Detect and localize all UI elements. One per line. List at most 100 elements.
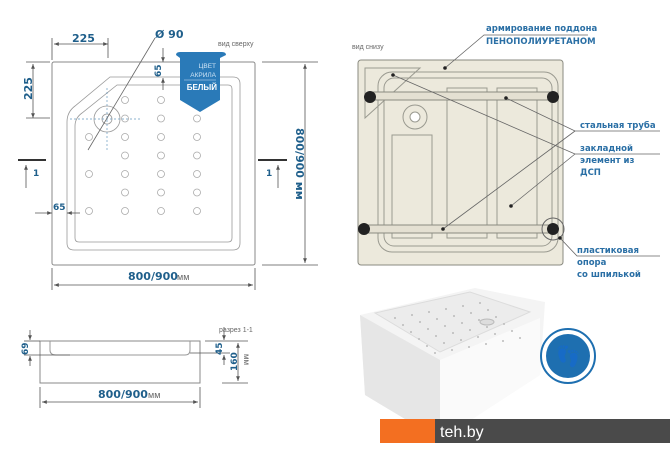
anti-slip-dot bbox=[121, 188, 129, 197]
product-render bbox=[360, 288, 545, 440]
anti-slip-dot bbox=[453, 315, 455, 317]
anti-slip-dot bbox=[494, 333, 496, 335]
label-reinforcement: армирование поддона bbox=[486, 24, 597, 34]
anti-slip-dot bbox=[477, 336, 479, 338]
anti-slip-dot bbox=[85, 207, 93, 215]
anti-slip-dot bbox=[435, 335, 437, 337]
anti-slip-dot bbox=[460, 339, 462, 341]
acrylic-color-badge: ЦВЕТ АКРИЛА БЕЛЫЙ bbox=[176, 52, 226, 112]
anti-slip-dot bbox=[519, 337, 521, 339]
anti-slip-dot bbox=[193, 133, 201, 141]
top-view-caption: вид сверху bbox=[218, 41, 254, 48]
anti-slip-dot bbox=[121, 114, 129, 123]
anti-slip-dot bbox=[410, 331, 412, 333]
anti-slip-dot bbox=[85, 133, 93, 141]
anti-slip-dot bbox=[445, 308, 447, 310]
anti-slip-dot bbox=[157, 133, 165, 141]
anti-slip-dot bbox=[193, 207, 201, 215]
teh-by-logo: teh.by bbox=[380, 419, 670, 443]
leader-lines bbox=[392, 34, 660, 257]
anti-slip-dot bbox=[426, 345, 428, 347]
section-outline bbox=[39, 340, 201, 384]
support-foot bbox=[547, 91, 559, 103]
anti-slip-dot bbox=[193, 170, 201, 178]
label-steel-pipe: стальная труба bbox=[580, 120, 656, 131]
anti-slip-dot bbox=[157, 170, 165, 178]
dim-height: 800/900 мм bbox=[293, 128, 306, 200]
anti-slip-dot bbox=[468, 346, 470, 348]
anti-slip-dot bbox=[193, 188, 201, 197]
anti-slip-dot bbox=[121, 207, 129, 215]
dim-depth: 69 bbox=[21, 342, 31, 355]
svg-text:1: 1 bbox=[33, 169, 39, 179]
anti-slip-dot bbox=[394, 317, 396, 319]
support-foot bbox=[547, 223, 559, 235]
section-dim-width: 800/900 bbox=[98, 388, 148, 401]
anti-slip-dot bbox=[452, 332, 454, 334]
dim-corner-height: 225 bbox=[22, 77, 35, 100]
tray-outline bbox=[51, 61, 256, 266]
svg-text:со шпилькой: со шпилькой bbox=[577, 270, 641, 280]
anti-slip-dot bbox=[486, 326, 488, 328]
anti-slip-dot bbox=[478, 319, 480, 321]
anti-slip-dot bbox=[495, 316, 497, 318]
anti-slip-dot bbox=[193, 114, 201, 123]
anti-slip-dot bbox=[443, 342, 445, 344]
anti-slip-dot bbox=[121, 96, 129, 104]
dim-section-height: 160 bbox=[230, 352, 240, 371]
anti-slip-dot bbox=[469, 329, 471, 331]
section-caption: разрез 1-1 bbox=[219, 327, 253, 334]
dim-rim-side: 65 bbox=[53, 203, 66, 213]
anti-slip-dot bbox=[193, 151, 201, 160]
anti-slip-dot bbox=[121, 151, 129, 160]
svg-text:АКРИЛА: АКРИЛА bbox=[190, 72, 216, 79]
anti-slip-dot bbox=[462, 305, 464, 307]
drain bbox=[70, 37, 156, 151]
anti-slip-dots bbox=[85, 96, 201, 215]
bottom-view: вид снизу армирование поддона ПЕНОПОЛИУР… bbox=[352, 24, 660, 280]
anti-slip-dot bbox=[427, 328, 429, 330]
steel-pipe bbox=[369, 91, 553, 101]
anti-slip-dot bbox=[434, 352, 436, 354]
anti-slip-dot bbox=[511, 330, 513, 332]
logo-text: teh.by bbox=[440, 424, 484, 441]
dim-rim-top: 65 bbox=[154, 64, 164, 77]
chipboard-insert bbox=[446, 87, 488, 239]
anti-slip-dot bbox=[502, 340, 504, 342]
svg-text:мм: мм bbox=[177, 272, 189, 282]
tray-basin bbox=[74, 84, 233, 243]
footprints-icon: 👣 bbox=[556, 344, 581, 368]
anti-slip-dot bbox=[428, 311, 430, 313]
svg-text:элемент из: элемент из bbox=[580, 156, 634, 166]
svg-text:БЕЛЫЙ: БЕЛЫЙ bbox=[187, 83, 218, 92]
anti-slip-dot bbox=[402, 324, 404, 326]
anti-slip-dot bbox=[470, 312, 472, 314]
svg-text:мм: мм bbox=[148, 390, 160, 400]
section-mark-right: 1 bbox=[258, 159, 287, 188]
anti-slip-dot bbox=[85, 170, 93, 178]
steel-pipe bbox=[363, 224, 555, 234]
svg-text:ДСП: ДСП bbox=[580, 168, 601, 178]
anti-slip-dot bbox=[461, 322, 463, 324]
svg-text:ПЕНОПОЛИУРЕТАНОМ: ПЕНОПОЛИУРЕТАНОМ bbox=[486, 37, 596, 47]
section-mark-left: 1 bbox=[18, 159, 46, 188]
foam-base bbox=[357, 59, 564, 266]
svg-text:ЦВЕТ: ЦВЕТ bbox=[199, 63, 216, 70]
anti-slip-dot bbox=[418, 338, 420, 340]
anti-slip-dot bbox=[157, 114, 165, 123]
label-insert: закладной bbox=[580, 144, 633, 154]
section-view: разрез 1-1 69 45 160 мм 800/900 мм bbox=[21, 327, 253, 408]
anti-slip-dots bbox=[394, 302, 521, 354]
dim-corner-width: 225 bbox=[72, 32, 95, 45]
bottom-view-caption: вид снизу bbox=[352, 44, 384, 51]
top-view: 225 225 Ø 90 65 65 вид сверху ЦВЕТ АКРИЛ… bbox=[18, 28, 318, 290]
anti-slip-dot bbox=[157, 188, 165, 197]
support-foot bbox=[358, 223, 370, 235]
tray-rim bbox=[66, 76, 241, 251]
anti-slip-dot bbox=[411, 314, 413, 316]
anti-slip-dot bbox=[444, 325, 446, 327]
chipboard-insert bbox=[496, 87, 538, 239]
anti-slip-dot bbox=[479, 302, 481, 304]
dim-drain-diameter: Ø 90 bbox=[155, 28, 184, 41]
anti-slip-dot bbox=[121, 133, 129, 141]
